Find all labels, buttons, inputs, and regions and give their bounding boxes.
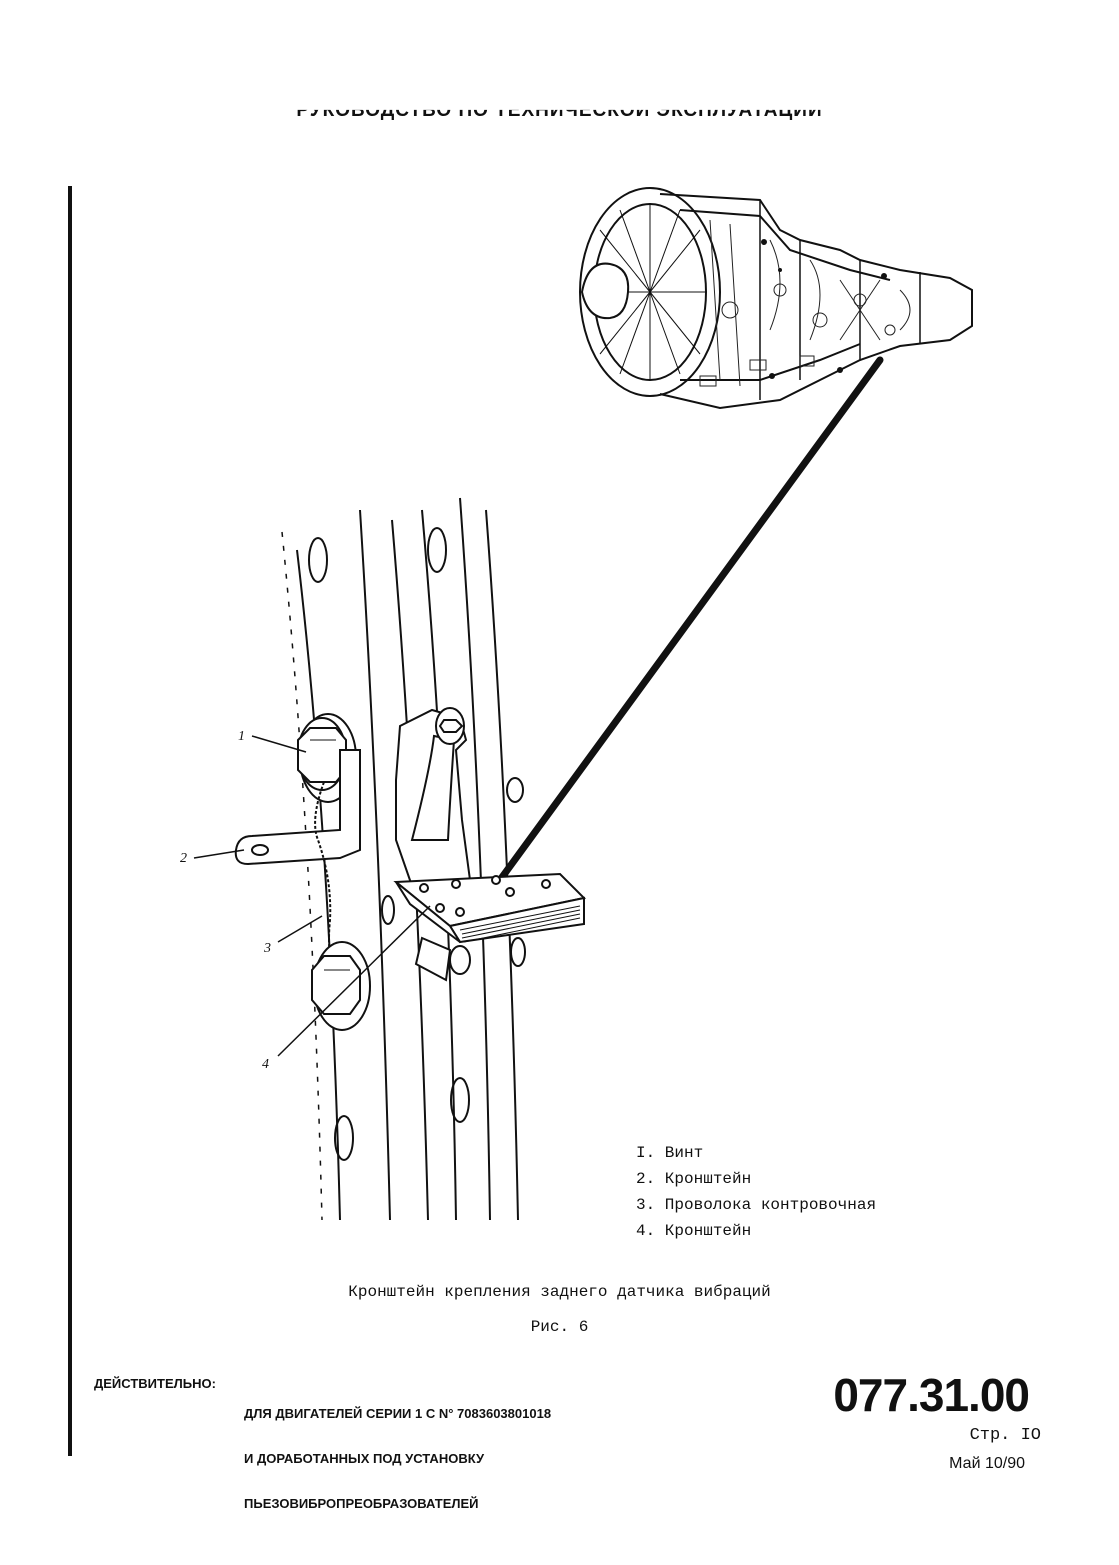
locator-line xyxy=(496,356,884,884)
validity-line: ПЬЕЗОВИБРОПРЕОБРАЗОВАТЕЛЕЙ xyxy=(244,1496,479,1511)
margin-rule xyxy=(68,186,72,1456)
validity-label: ДЕЙСТВИТЕЛЬНО: xyxy=(94,1376,216,1391)
page-number: Стр. IO xyxy=(969,1426,1041,1445)
validity-line: И ДОРАБОТАННЫХ ПОД УСТАНОВКУ xyxy=(244,1451,485,1466)
legend-item: I. Винт xyxy=(636,1144,704,1162)
callout-3: 3 xyxy=(263,941,271,956)
manual-header: РУКОВОДСТВО ПО ТЕХНИЧЕСКОЙ ЭКСПЛУАТАЦИИ xyxy=(296,100,823,121)
callout-2: 2 xyxy=(180,851,187,866)
legend-item: 4. Кронштейн xyxy=(636,1222,752,1240)
figure-legend: I. Винт 2. Кронштейн 3. Проволока контро… xyxy=(636,1140,876,1244)
bracket-illustration: 1 2 3 4 xyxy=(180,187,973,1221)
legend-item: 2. Кронштейн xyxy=(636,1170,752,1188)
bracket-angle xyxy=(234,749,361,866)
document-number: 077.31.00 xyxy=(833,1369,1030,1421)
callout-1: 1 xyxy=(238,729,245,744)
figure-number: Рис. 6 xyxy=(530,1318,589,1336)
mounting-plate xyxy=(393,872,587,982)
validity-line: ДЛЯ ДВИГАТЕЛЕЙ СЕРИИ 1 С N° 708360380101… xyxy=(244,1406,552,1421)
figure-caption: Кронштейн крепления заднего датчика вибр… xyxy=(348,1283,771,1301)
engine-drawing xyxy=(579,187,973,410)
revision-date: Май 10/90 xyxy=(949,1455,1025,1472)
validity-lines: ДЛЯ ДВИГАТЕЛЕЙ СЕРИИ 1 С N° 708360380101… xyxy=(244,1376,551,1541)
bolt-lower xyxy=(311,941,371,1031)
legend-item: 3. Проволока контровочная xyxy=(636,1196,877,1214)
callout-4: 4 xyxy=(262,1057,269,1072)
bracket-upright xyxy=(395,707,472,888)
